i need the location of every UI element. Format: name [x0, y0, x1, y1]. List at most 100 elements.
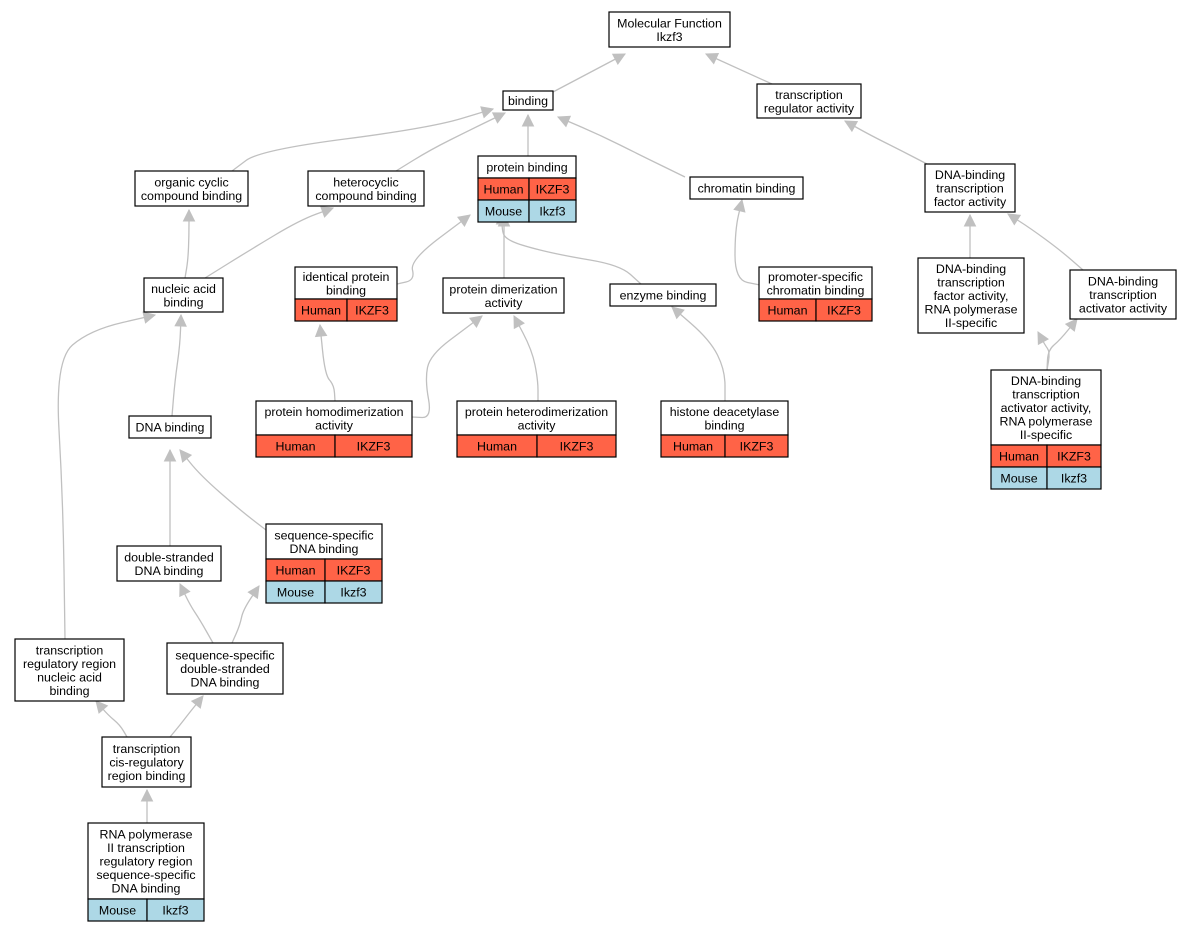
edge-arrowhead — [491, 112, 507, 124]
node-label-line: double-stranded — [180, 662, 270, 676]
gene-label: IKZF3 — [827, 304, 861, 318]
edge-db-to-nab — [171, 313, 187, 417]
edge-line — [557, 116, 686, 178]
node-label-line: activity — [315, 418, 354, 432]
node-box — [116, 545, 222, 582]
gene-label: IKZF3 — [337, 564, 371, 578]
species-label: Human — [999, 450, 1039, 464]
node-cb[interactable]: chromatin binding — [689, 176, 804, 200]
node-label-line: RNA polymerase — [925, 303, 1018, 317]
edge-ocb-to-binding — [231, 106, 495, 172]
node-label-line: transcription — [937, 276, 1005, 290]
node-box — [756, 83, 862, 119]
gene-label: Ikzf3 — [340, 586, 366, 600]
edge-arrowhead — [844, 120, 859, 133]
edge-arrowhead — [1064, 318, 1078, 332]
node-box — [265, 523, 383, 560]
species-label: Human — [484, 183, 524, 197]
node-label-line: promoter-specific — [768, 270, 863, 284]
species-label: Mouse — [99, 904, 136, 918]
node-label-line: DNA binding — [135, 564, 204, 578]
edge-hcb-to-binding — [395, 112, 507, 172]
node-box — [134, 170, 249, 207]
node-label-line: DNA-binding — [935, 168, 1005, 182]
node-box — [924, 163, 1016, 213]
edge-rnap-to-tcrrb — [140, 788, 154, 823]
species-label: Mouse — [485, 205, 522, 219]
edge-binding-to-mf — [552, 53, 626, 93]
node-label-line: heterocyclic — [333, 175, 398, 189]
node-label-line: protein binding — [486, 161, 567, 175]
node-label-line: double-stranded — [124, 550, 214, 564]
species-label: Human — [768, 304, 808, 318]
edge-arrowhead — [95, 700, 109, 714]
node-db[interactable]: DNA binding — [128, 415, 212, 439]
node-label-line: sequence-specific — [96, 868, 195, 882]
edge-arrowhead — [704, 53, 720, 65]
node-label-line: factor activity, — [934, 289, 1009, 303]
node-box — [442, 277, 565, 314]
node-label-line: transcription — [1089, 288, 1157, 302]
gene-label: IKZF3 — [1057, 450, 1091, 464]
edge-nab-to-ocb — [182, 208, 196, 279]
edge-arrowhead — [963, 213, 977, 227]
gene-cell — [346, 298, 398, 322]
edge-ssdsdb-to-ssdb — [231, 585, 260, 644]
node-label-line: protein heterodimerization — [465, 405, 608, 419]
edge-arrowhead — [182, 208, 196, 222]
edge-eb-to-pb — [495, 211, 642, 285]
node-box — [307, 170, 425, 207]
node-binding[interactable]: binding — [502, 90, 554, 111]
edge-dsdb-to-db — [163, 448, 177, 546]
edge-arrowhead — [521, 113, 535, 127]
node-label-line: transcription — [113, 742, 181, 756]
edge-phda-to-pda — [411, 315, 483, 419]
species-label: Human — [276, 440, 316, 454]
gene-label: Ikzf3 — [1061, 472, 1087, 486]
gene-cell — [334, 434, 413, 458]
edge-line — [513, 315, 539, 401]
node-eb[interactable]: enzyme binding — [609, 283, 717, 307]
node-box — [166, 642, 284, 695]
node-box — [608, 11, 731, 48]
node-label-line: DNA-binding — [1011, 374, 1081, 388]
node-label-line: Molecular Function — [617, 16, 722, 30]
node-label-line: DNA binding — [136, 421, 205, 435]
node-label-line: identical protein — [303, 270, 390, 284]
gene-cell — [1046, 466, 1102, 490]
node-label-line: activity — [518, 418, 557, 432]
node-label-line: organic cyclic — [154, 175, 228, 189]
edge-line — [671, 306, 726, 402]
edge-line — [396, 214, 471, 285]
edge-arrowhead — [179, 449, 193, 463]
edge-nab-to-hcb — [204, 206, 335, 279]
edge-dbtaa-to-dbtfa — [1007, 213, 1084, 271]
node-label-line: compound binding — [141, 189, 242, 203]
edge-tcrrb-to-ssdsdb — [169, 695, 204, 738]
